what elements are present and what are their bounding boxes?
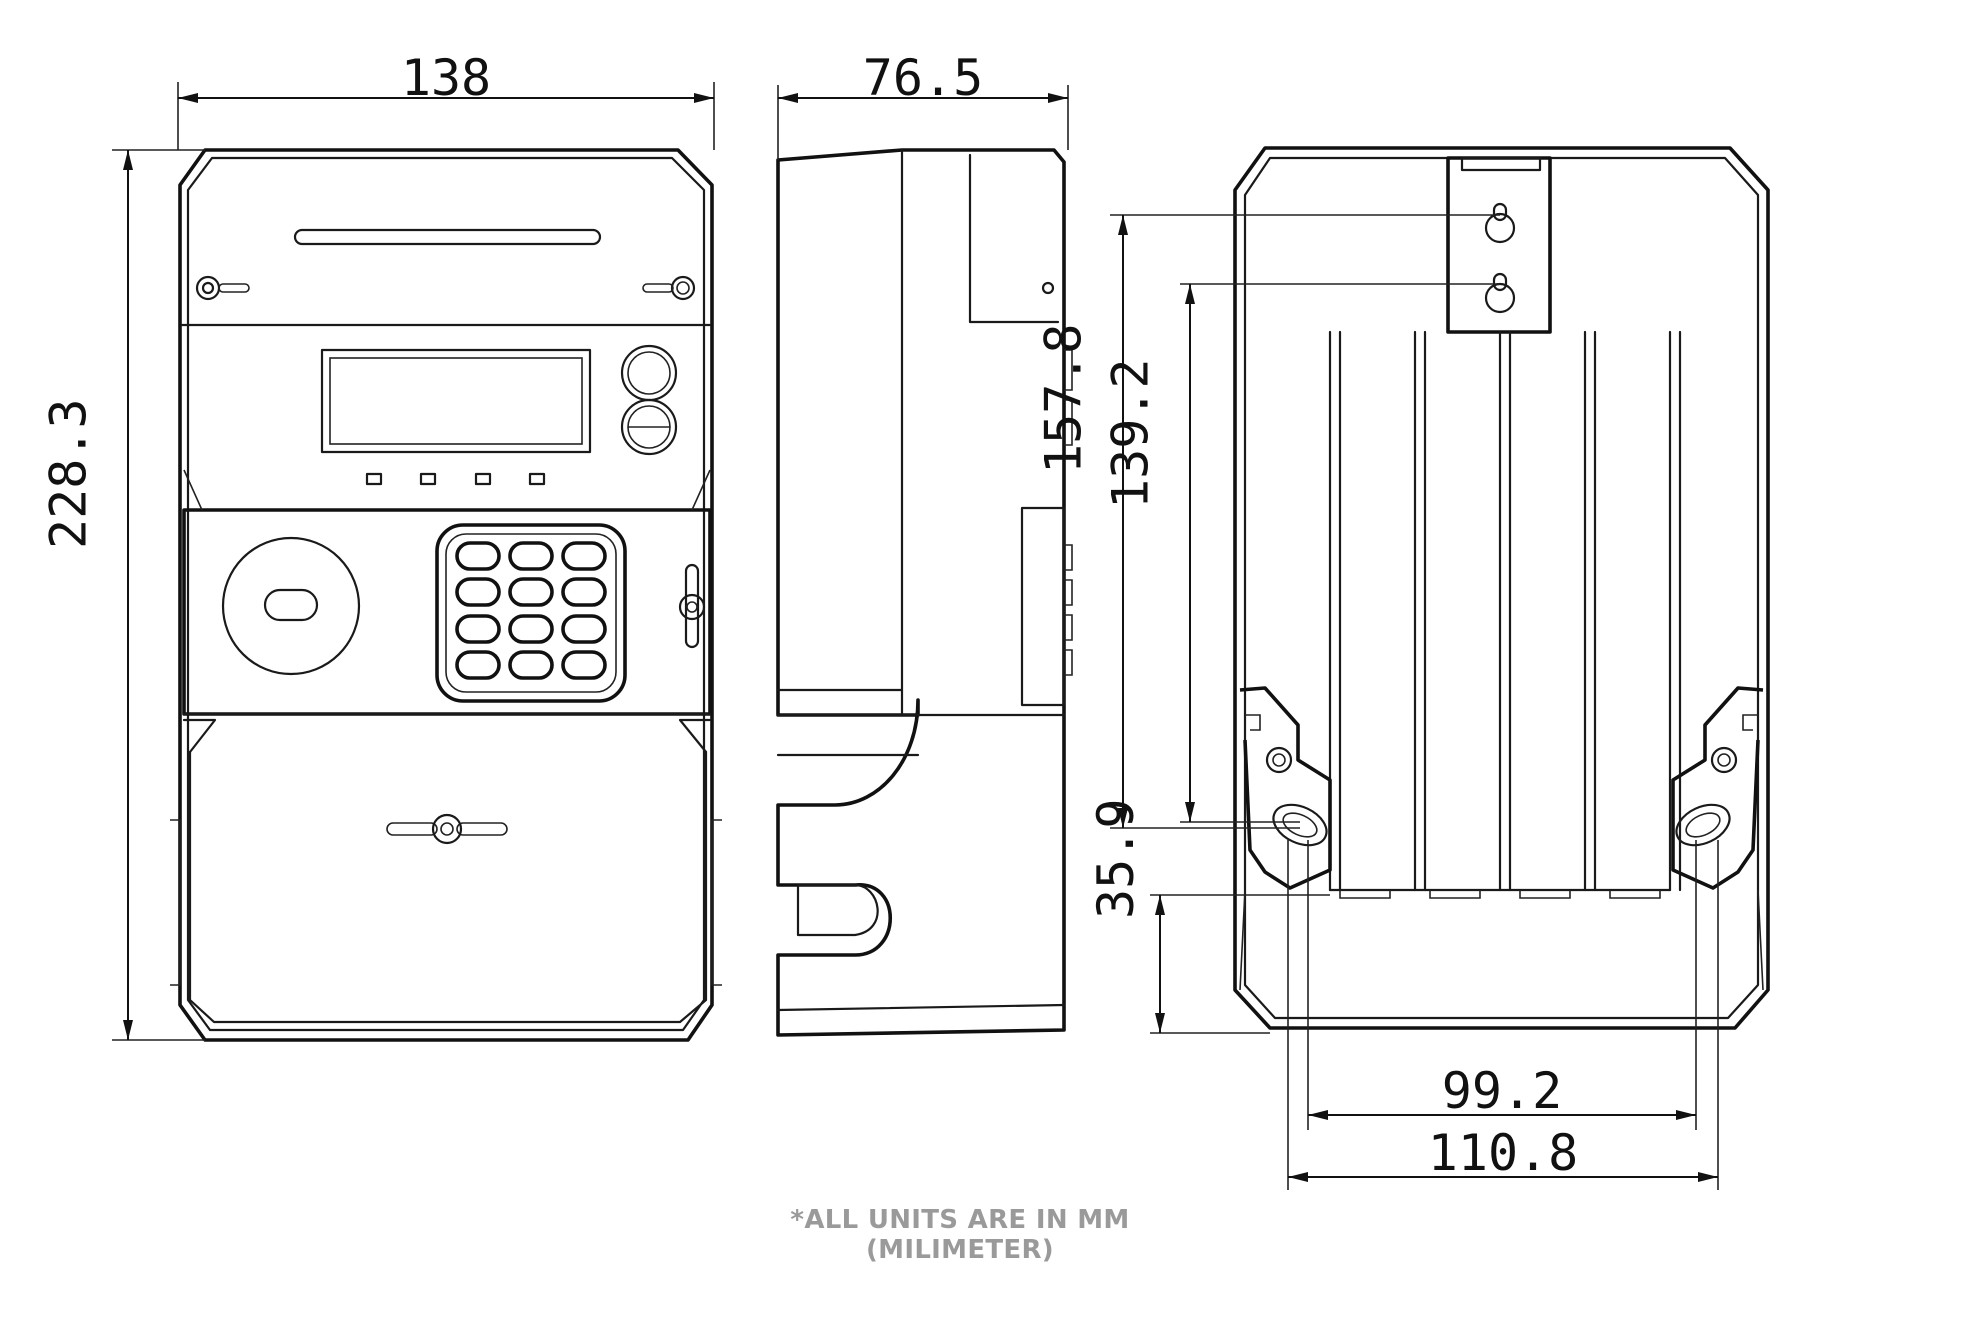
- rear-body-inner: [1243, 156, 1760, 1020]
- rear-side-edges: [1239, 889, 1764, 991]
- side-screw: [1041, 281, 1055, 295]
- keypad-key-8: [508, 614, 554, 644]
- keypad-key-2: [508, 541, 554, 571]
- led-indicator-2: [419, 472, 437, 486]
- hanging-bracket: [1446, 156, 1552, 334]
- led-indicator-1: [365, 472, 383, 486]
- keyhole-top: [1484, 202, 1516, 244]
- units-footnote: *ALL UNITS ARE IN MM (MILIMETER): [790, 1205, 1130, 1265]
- keypad-key-11: [508, 650, 554, 680]
- lcd-display: [320, 348, 592, 454]
- keypad-key-12: [561, 650, 607, 680]
- mounting-lug-right: [1671, 686, 1764, 890]
- side-ribs: [1064, 349, 1073, 676]
- front-slot: [293, 228, 602, 246]
- keypad-key-10: [455, 650, 501, 680]
- side-cable-recess: [796, 883, 879, 937]
- keypad-key-5: [508, 577, 554, 607]
- keypad-band: [182, 508, 712, 716]
- keypad-key-6: [561, 577, 607, 607]
- rear-body-outline: [1233, 146, 1770, 1030]
- rear-rib-4: [1583, 330, 1597, 892]
- front-view: [170, 148, 722, 1042]
- keypad-frame: [435, 523, 627, 703]
- front-seal-screw-left: [195, 275, 250, 301]
- rear-ribs: [1328, 330, 1682, 892]
- led-indicator-4: [528, 472, 546, 486]
- side-terminal-block: [968, 153, 1060, 324]
- side-base-line: [776, 1003, 1066, 1012]
- rear-rib-2: [1413, 330, 1427, 892]
- side-view: [776, 148, 1073, 1037]
- dim-label-139-2: 139.2: [1102, 358, 1160, 509]
- rear-bottom-slots: [1339, 890, 1661, 899]
- dim-label-front-height: 228.3: [40, 398, 98, 549]
- keypad-key-9: [561, 614, 607, 644]
- keypad-frame-inner: [445, 533, 617, 693]
- keypad-key-7: [455, 614, 501, 644]
- front-body-inner: [186, 156, 706, 1032]
- rear-rib-5: [1668, 330, 1682, 892]
- front-seal-screw-right: [642, 275, 696, 301]
- lower-cover-panel: [188, 750, 708, 1024]
- dim-label-110-8: 110.8: [1428, 1124, 1579, 1182]
- dim-label-front-width: 138: [401, 49, 491, 107]
- led-indicator-3: [474, 472, 492, 486]
- rear-view: [1233, 146, 1770, 1030]
- band-chamfers: [183, 469, 711, 511]
- rear-rib-3: [1498, 330, 1512, 892]
- dim-label-35-9: 35.9: [1087, 799, 1145, 919]
- lower-side-rails: [170, 819, 722, 986]
- dimension-lines: [112, 82, 1719, 1190]
- keypad-key-1: [455, 541, 501, 571]
- optical-port: [221, 536, 361, 676]
- keypad-key-4: [455, 577, 501, 607]
- hanging-bracket-tab: [1460, 156, 1542, 172]
- mounting-lug-left: [1239, 686, 1332, 890]
- lower-cover-corners: [182, 718, 712, 754]
- side-keypad-profile: [1020, 506, 1066, 707]
- lower-cover-seal: [386, 813, 508, 845]
- keypad-key-3: [561, 541, 607, 571]
- lcd-display-inner: [329, 357, 583, 445]
- side-latch: [678, 563, 706, 649]
- round-button-top: [620, 344, 678, 402]
- front-body-outline: [178, 148, 714, 1042]
- keyhole-bottom: [1484, 272, 1516, 314]
- keypad-keys: [455, 541, 607, 680]
- dim-label-157-8: 157.8: [1035, 323, 1093, 474]
- dim-label-side-depth: 76.5: [863, 49, 983, 107]
- dim-label-99-2: 99.2: [1442, 1062, 1562, 1120]
- round-button-bottom: [620, 398, 678, 456]
